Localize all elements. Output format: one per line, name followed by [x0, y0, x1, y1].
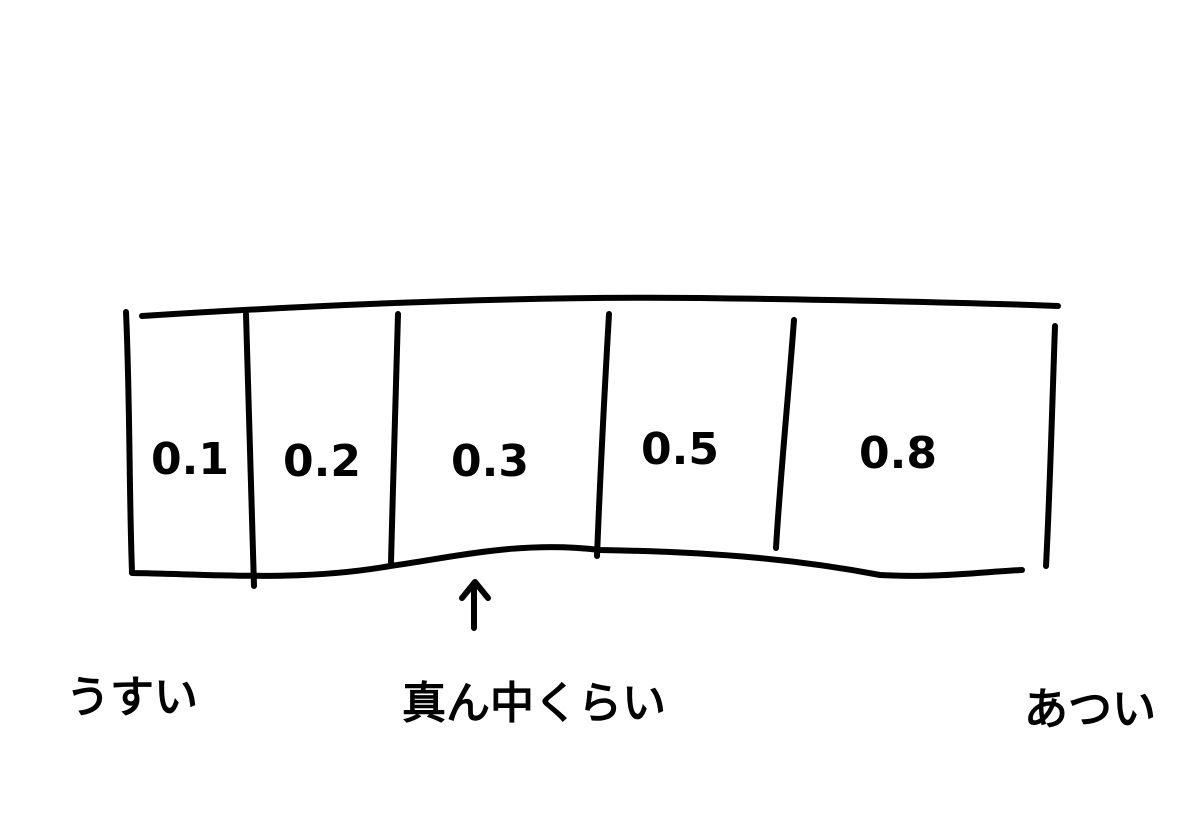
divider-2: [388, 311, 401, 565]
divider-4: [773, 317, 797, 551]
label-middle: 真ん中くらい: [402, 678, 666, 729]
strip-left-border: [123, 309, 135, 575]
divider-3: [594, 311, 612, 559]
strip-bottom-border: [129, 544, 1025, 579]
divider-1: [243, 311, 257, 589]
cell-value-2: 0.2: [283, 436, 361, 487]
cell-value-5: 0.8: [859, 428, 937, 479]
strip-right-border: [1043, 323, 1058, 569]
arrow-up-icon: [459, 579, 491, 631]
strip-top-border: [139, 294, 1061, 319]
label-thin: うすい: [66, 672, 198, 723]
cell-value-1: 0.1: [151, 434, 229, 485]
scale-cells: 0.1 0.2 0.3 0.5 0.8: [151, 424, 937, 487]
label-thick: あつい: [1024, 684, 1156, 735]
cell-value-3: 0.3: [451, 436, 529, 487]
middle-pointer-arrow: [459, 579, 491, 631]
scale-strip: [123, 294, 1061, 589]
cell-value-4: 0.5: [641, 424, 719, 475]
